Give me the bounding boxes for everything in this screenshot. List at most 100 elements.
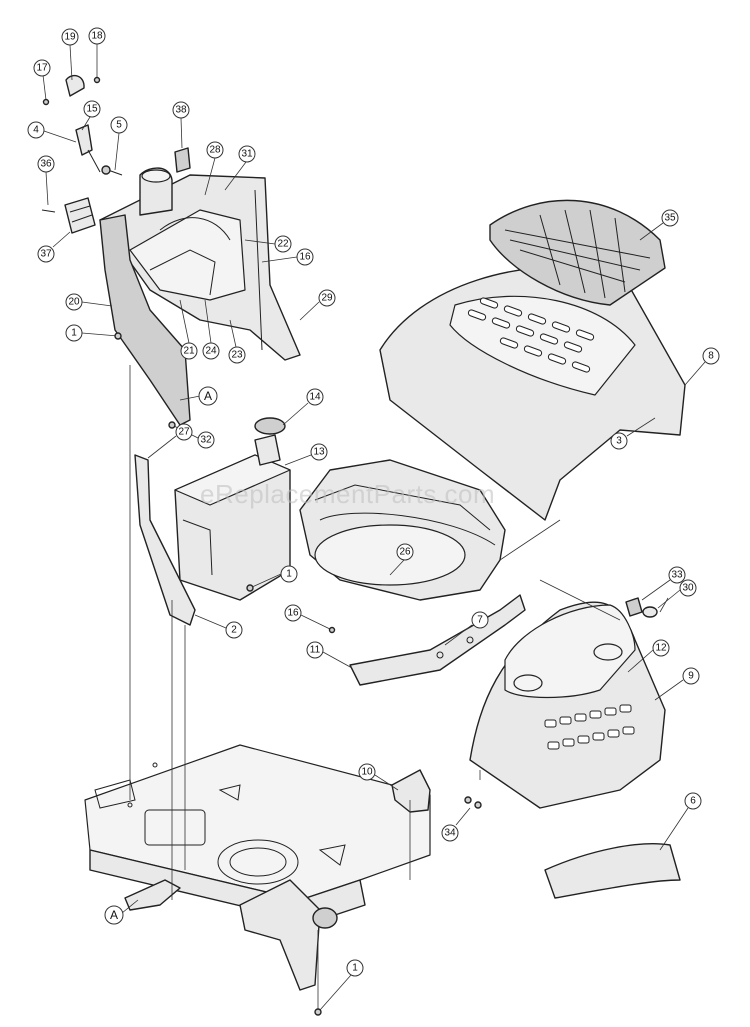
svg-text:23: 23 xyxy=(231,350,243,361)
callout-19: 19 xyxy=(61,28,79,46)
svg-text:13: 13 xyxy=(313,447,325,458)
svg-text:31: 31 xyxy=(241,149,253,160)
svg-text:15: 15 xyxy=(86,104,98,115)
callout-5: 5 xyxy=(110,116,128,134)
callout-24: 24 xyxy=(202,342,220,360)
fuel-bracket-part xyxy=(134,454,196,626)
callout-23: 23 xyxy=(228,346,246,364)
svg-text:11: 11 xyxy=(310,645,321,656)
hood-grille-insert-part xyxy=(489,199,666,306)
callout-35: 35 xyxy=(661,209,679,227)
svg-text:A: A xyxy=(204,389,212,403)
callout-26: 26 xyxy=(396,543,414,561)
bumper-part xyxy=(544,843,681,899)
svg-text:30: 30 xyxy=(682,583,694,594)
nose-cone-part xyxy=(469,601,666,809)
callout-8: 8 xyxy=(702,347,720,365)
dash-parts-small xyxy=(41,74,191,234)
svg-text:A: A xyxy=(110,908,118,922)
callout-30: 30 xyxy=(679,579,697,597)
callout-32: 32 xyxy=(197,431,215,449)
battery-tray-part xyxy=(299,459,506,601)
nose-bracket-part xyxy=(391,769,431,813)
callout-1-middle: 1 xyxy=(280,565,298,583)
svg-text:14: 14 xyxy=(309,392,321,403)
frame-bracket-part xyxy=(239,879,338,991)
dashboard-panel-part xyxy=(99,167,301,426)
callout-15: 15 xyxy=(83,100,101,118)
svg-text:19: 19 xyxy=(64,32,76,43)
callout-36: 36 xyxy=(37,155,55,173)
svg-text:6: 6 xyxy=(690,796,696,807)
svg-text:16: 16 xyxy=(287,608,299,619)
fasteners xyxy=(42,76,482,1016)
callout-12: 12 xyxy=(652,639,670,657)
svg-text:38: 38 xyxy=(175,105,187,116)
svg-text:18: 18 xyxy=(91,31,103,42)
callout-38: 38 xyxy=(172,101,190,119)
svg-text:27: 27 xyxy=(178,427,190,438)
callout-27: 27 xyxy=(175,423,193,441)
svg-text:17: 17 xyxy=(36,63,48,74)
callout-4: 4 xyxy=(27,121,45,139)
callout-28: 28 xyxy=(206,141,224,159)
callout-22: 22 xyxy=(274,235,292,253)
svg-text:1: 1 xyxy=(286,569,292,580)
callout-16-lower: 16 xyxy=(284,604,302,622)
bracket-A-part xyxy=(124,879,181,911)
callout-1-upper: 1 xyxy=(65,324,83,342)
svg-text:22: 22 xyxy=(277,239,289,250)
watermark: eReplacementParts.com xyxy=(200,479,495,509)
svg-text:28: 28 xyxy=(209,145,221,156)
callout-21: 21 xyxy=(180,342,198,360)
svg-text:21: 21 xyxy=(183,346,195,357)
callout-11: 11 xyxy=(306,641,324,659)
callout-A-lower: A xyxy=(104,905,124,925)
callout-1-lower: 1 xyxy=(346,959,364,977)
svg-text:16: 16 xyxy=(299,252,311,263)
callout-10: 10 xyxy=(358,763,376,781)
svg-text:35: 35 xyxy=(664,213,676,224)
svg-text:36: 36 xyxy=(40,159,52,170)
svg-text:8: 8 xyxy=(708,351,714,362)
svg-text:32: 32 xyxy=(200,435,212,446)
svg-text:3: 3 xyxy=(616,436,622,447)
fuel-tank-part xyxy=(174,417,291,601)
svg-text:33: 33 xyxy=(671,570,683,581)
callout-18: 18 xyxy=(88,27,106,45)
callouts: 17 19 18 15 4 5 38 28 31 36 37 22 16 20 … xyxy=(27,27,720,1011)
callout-20: 20 xyxy=(65,293,83,311)
svg-text:34: 34 xyxy=(444,828,456,839)
svg-text:9: 9 xyxy=(688,671,694,682)
svg-text:12: 12 xyxy=(655,643,667,654)
svg-text:5: 5 xyxy=(116,120,122,131)
svg-text:4: 4 xyxy=(33,125,39,136)
callout-17: 17 xyxy=(33,59,51,77)
svg-text:37: 37 xyxy=(40,249,52,260)
hood-slots xyxy=(467,297,595,373)
assembly-lines xyxy=(129,365,669,1010)
callout-16-upper: 16 xyxy=(296,248,314,266)
callout-34: 34 xyxy=(441,824,459,842)
svg-text:7: 7 xyxy=(477,615,483,626)
svg-text:2: 2 xyxy=(231,625,237,636)
svg-text:26: 26 xyxy=(399,547,411,558)
callout-31: 31 xyxy=(238,145,256,163)
svg-text:24: 24 xyxy=(205,346,217,357)
callout-37: 37 xyxy=(37,245,55,263)
callout-A-upper: A xyxy=(198,386,218,406)
headlight-part xyxy=(625,597,658,618)
callout-13: 13 xyxy=(310,443,328,461)
svg-text:10: 10 xyxy=(361,767,373,778)
callout-7: 7 xyxy=(471,611,489,629)
svg-text:1: 1 xyxy=(352,963,358,974)
callout-14: 14 xyxy=(306,388,324,406)
callout-2: 2 xyxy=(225,621,243,639)
nose-grille-slots xyxy=(544,704,635,750)
svg-text:20: 20 xyxy=(68,297,80,308)
callout-29: 29 xyxy=(318,289,336,307)
hood-bracket-part xyxy=(349,594,526,686)
callout-3: 3 xyxy=(610,432,628,450)
